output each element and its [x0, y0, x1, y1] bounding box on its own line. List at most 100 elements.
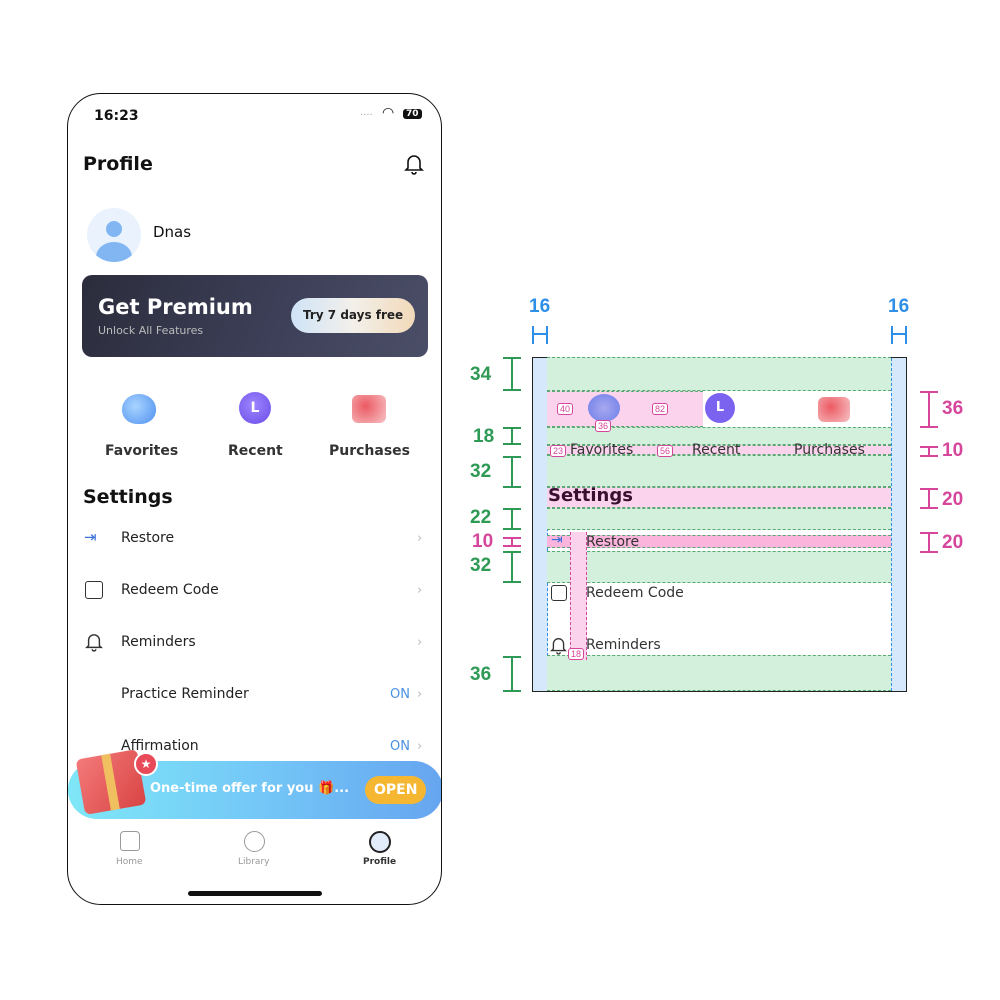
offer-text: One-time offer for you 🎁... — [150, 781, 350, 796]
spacing-marker — [920, 446, 938, 457]
toggle-status: ON — [390, 687, 410, 702]
restore-band — [547, 535, 891, 548]
spacing-value: 20 — [942, 532, 964, 553]
redeem-icon — [85, 581, 103, 599]
spacing-value: 36 — [470, 664, 492, 685]
quick-action-favorites[interactable]: Favorites — [105, 443, 179, 459]
spacing-marker — [503, 508, 521, 530]
settings-row-practice-reminder[interactable]: Practice Reminder ON › — [68, 680, 441, 710]
measure-tag: 23 — [550, 445, 567, 457]
padding-marker — [891, 326, 907, 344]
measure-tag: 36 — [595, 420, 612, 432]
icon-gap-band — [570, 532, 587, 660]
spacing-band — [547, 655, 891, 691]
spacing-value: 34 — [470, 364, 492, 385]
bell-icon — [85, 634, 103, 652]
smile-icon — [369, 831, 391, 853]
redeem-icon — [551, 585, 567, 601]
planet-icon — [244, 831, 265, 852]
diagram-label: Reminders — [586, 637, 661, 653]
tab-library[interactable]: Library — [213, 829, 297, 874]
bell-icon — [550, 638, 567, 655]
spacing-band — [547, 357, 891, 391]
heart-icon — [122, 394, 156, 424]
measure-tag: 56 — [657, 445, 674, 457]
spacing-marker — [503, 427, 521, 445]
padding-marker — [532, 326, 548, 344]
premium-title: Get Premium — [98, 295, 253, 319]
chevron-right-icon: › — [417, 739, 423, 754]
spacing-marker — [920, 391, 938, 428]
clock-icon: L — [239, 392, 271, 424]
quick-action-purchases[interactable]: Purchases — [329, 443, 411, 459]
measure-tag: 18 — [568, 648, 585, 660]
spacing-marker — [503, 537, 521, 547]
spacing-band — [547, 508, 891, 530]
row-label: Practice Reminder — [121, 686, 249, 702]
label-row-band — [547, 445, 891, 455]
chevron-right-icon: › — [417, 687, 423, 702]
tab-label: Library — [238, 857, 270, 867]
diagram-label: Purchases — [794, 442, 865, 458]
user-name: Dnas — [153, 223, 192, 241]
clock-icon: L — [705, 393, 735, 423]
home-indicator — [188, 891, 322, 896]
settings-row-redeem-code[interactable]: Redeem Code › — [68, 576, 441, 606]
padding-right-value: 16 — [888, 296, 910, 317]
home-icon — [120, 831, 140, 851]
row-label: Restore — [121, 530, 175, 546]
battery-icon: 70 — [403, 109, 422, 119]
spacing-value: 18 — [473, 426, 495, 447]
premium-banner[interactable]: Get Premium Unlock All Features Try 7 da… — [82, 275, 428, 357]
purchase-icon — [818, 397, 850, 422]
spacing-marker — [920, 532, 938, 553]
page-title: Profile — [83, 153, 153, 175]
row-label: Redeem Code — [121, 582, 219, 598]
settings-title: Settings — [83, 486, 173, 508]
spacing-value: 32 — [470, 555, 492, 576]
diagram-label: Favorites — [570, 442, 634, 458]
restore-icon: ⇥ — [84, 528, 97, 546]
settings-row-affirmation[interactable]: Affirmation ON › — [68, 732, 441, 762]
settings-row-reminders[interactable]: Reminders › — [68, 628, 441, 658]
purchase-icon — [352, 395, 386, 423]
chevron-right-icon: › — [417, 635, 423, 650]
tab-home[interactable]: Home — [88, 829, 172, 874]
chevron-right-icon: › — [417, 583, 423, 598]
spacing-marker — [503, 551, 521, 583]
open-offer-button[interactable]: OPEN — [365, 776, 427, 804]
bell-icon[interactable] — [404, 153, 424, 175]
heart-icon — [588, 394, 620, 422]
spacing-marker — [503, 357, 521, 391]
quick-action-recent[interactable]: Recent — [228, 443, 283, 459]
tab-label: Home — [116, 857, 143, 867]
spacing-band — [547, 455, 891, 487]
chevron-right-icon: › — [417, 531, 423, 546]
spacing-value: 36 — [942, 398, 964, 419]
spacing-marker — [920, 488, 938, 509]
diagram-label: Settings — [548, 485, 633, 506]
spacing-marker — [503, 456, 521, 488]
measure-tag: 82 — [652, 403, 669, 415]
status-time: 16:23 — [94, 108, 139, 124]
measure-tag: 40 — [557, 403, 574, 415]
spacing-value: 10 — [472, 531, 494, 552]
tab-label: Profile — [363, 857, 397, 867]
tab-profile[interactable]: Profile — [338, 829, 422, 874]
spacing-band — [547, 427, 891, 445]
row-label: Reminders — [121, 634, 196, 650]
restore-icon: ⇥ — [551, 532, 563, 548]
spacing-value: 22 — [470, 507, 492, 528]
settings-row-restore[interactable]: ⇥ Restore › — [68, 524, 441, 554]
padding-left-value: 16 — [529, 296, 551, 317]
spacing-value: 10 — [942, 440, 964, 461]
avatar[interactable] — [87, 208, 141, 262]
spacing-band — [547, 551, 891, 583]
diagram-label: Redeem Code — [586, 585, 684, 601]
spacing-value: 20 — [942, 489, 964, 510]
row-label: Affirmation — [121, 738, 199, 754]
phone-screen: 16:23 ···· ◠ 70 Profile Dnas Get Premium… — [67, 93, 442, 905]
try-free-button[interactable]: Try 7 days free — [291, 298, 416, 333]
spacing-value: 32 — [470, 461, 492, 482]
premium-subtitle: Unlock All Features — [98, 324, 204, 337]
